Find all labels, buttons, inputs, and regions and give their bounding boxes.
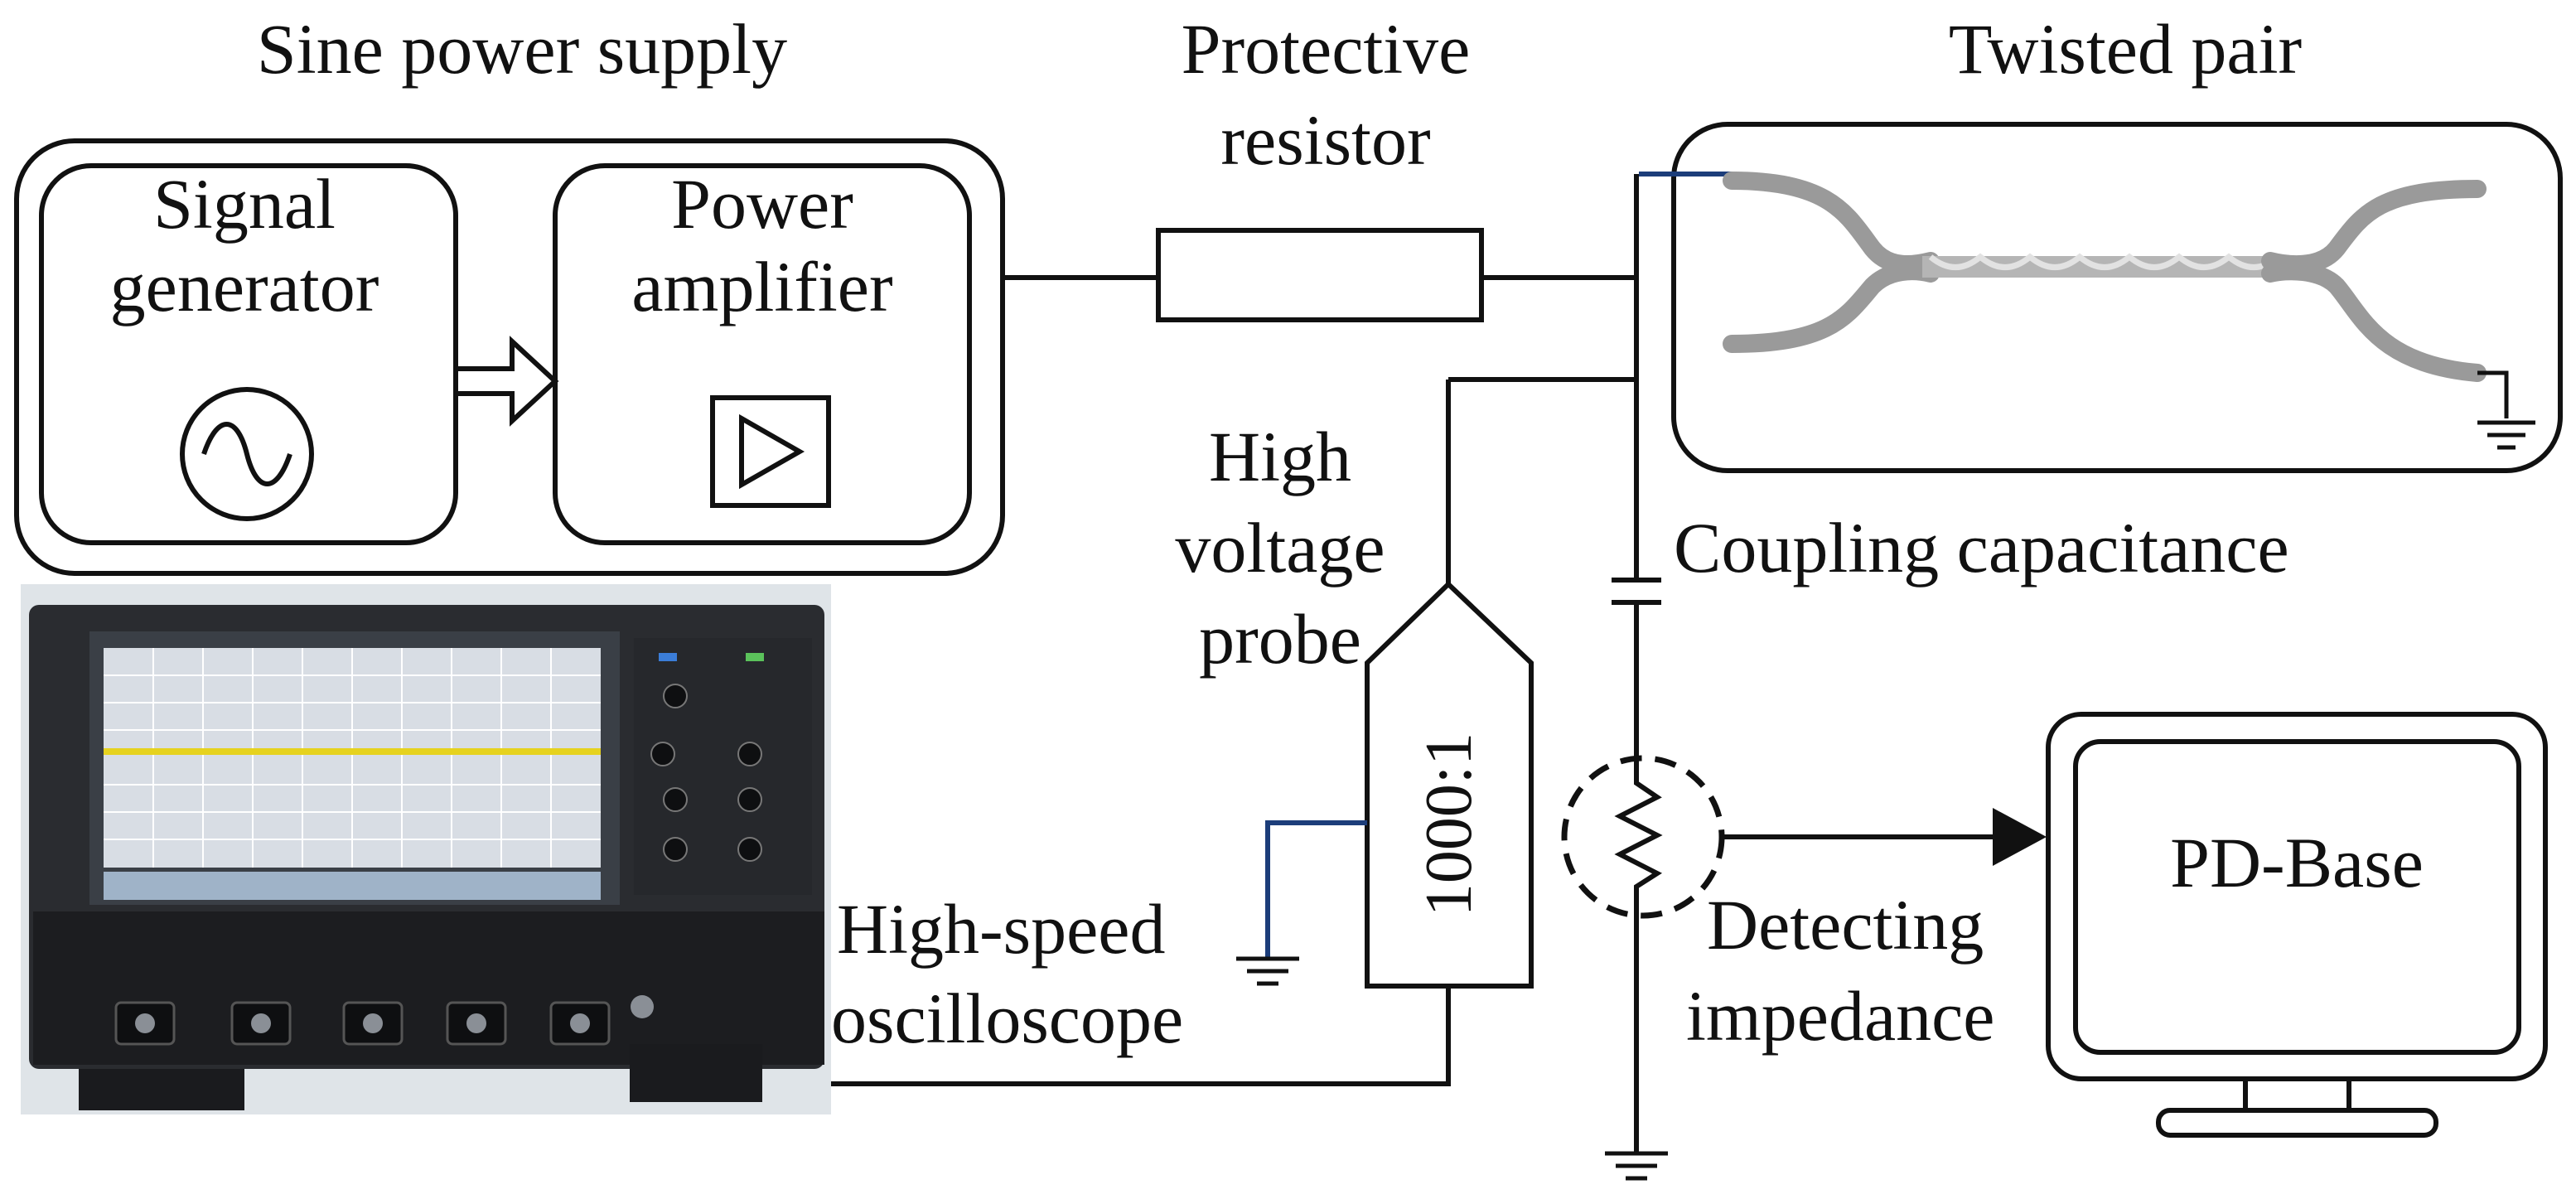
amplifier-triangle-icon [710, 395, 831, 508]
detecting-impedance [1561, 755, 1725, 919]
ground-icon [2477, 420, 2535, 450]
signal-generator-label-line2: generator [110, 247, 379, 326]
pd-base-monitor [2046, 712, 2548, 1138]
sine-wave-icon [180, 387, 314, 521]
sine-power-supply-box [14, 138, 1005, 576]
power-amplifier-label-line2: amplifier [631, 247, 892, 326]
protective-resistor [1156, 228, 1484, 322]
oscilloscope-label-line2: oscilloscope [831, 979, 1183, 1058]
ground-icon [1236, 956, 1299, 986]
oscilloscope-photo [21, 584, 831, 1114]
signal-arrow-head [1993, 808, 2047, 866]
oscilloscope-label-line1: High-speed [837, 889, 1165, 969]
protective-resistor-label-line1: Protective [1182, 9, 1471, 89]
hv-probe-label-line2: voltage [1175, 508, 1385, 587]
protective-resistor-label-line2: resistor [1220, 100, 1430, 180]
twisted-pair-box [1671, 122, 2563, 473]
hv-probe-label-line3: probe [1199, 599, 1361, 679]
ground-icon [1605, 1151, 1668, 1181]
power-amplifier-label-line1: Power [671, 164, 853, 244]
pd-base-label: PD-Base [2170, 823, 2424, 902]
hv-probe-label-line1: High [1209, 417, 1351, 496]
power-amplifier-box [553, 163, 972, 545]
twisted-pair-label: Twisted pair [1949, 9, 2302, 89]
signal-generator-label-line1: Signal [153, 164, 336, 244]
hollow-arrow-icon [453, 336, 559, 427]
detecting-impedance-label-line1: Detecting [1707, 885, 1984, 965]
signal-generator-box [39, 163, 458, 545]
coupling-capacitance-label: Coupling capacitance [1674, 508, 2289, 587]
probe-ground-lead [1265, 820, 1367, 957]
detecting-impedance-label-line2: impedance [1686, 976, 1994, 1056]
probe-ratio-label: 1000:1 [1413, 732, 1486, 916]
sine-power-supply-label: Sine power supply [257, 9, 787, 89]
twisted-pair-cable [1639, 172, 2509, 418]
